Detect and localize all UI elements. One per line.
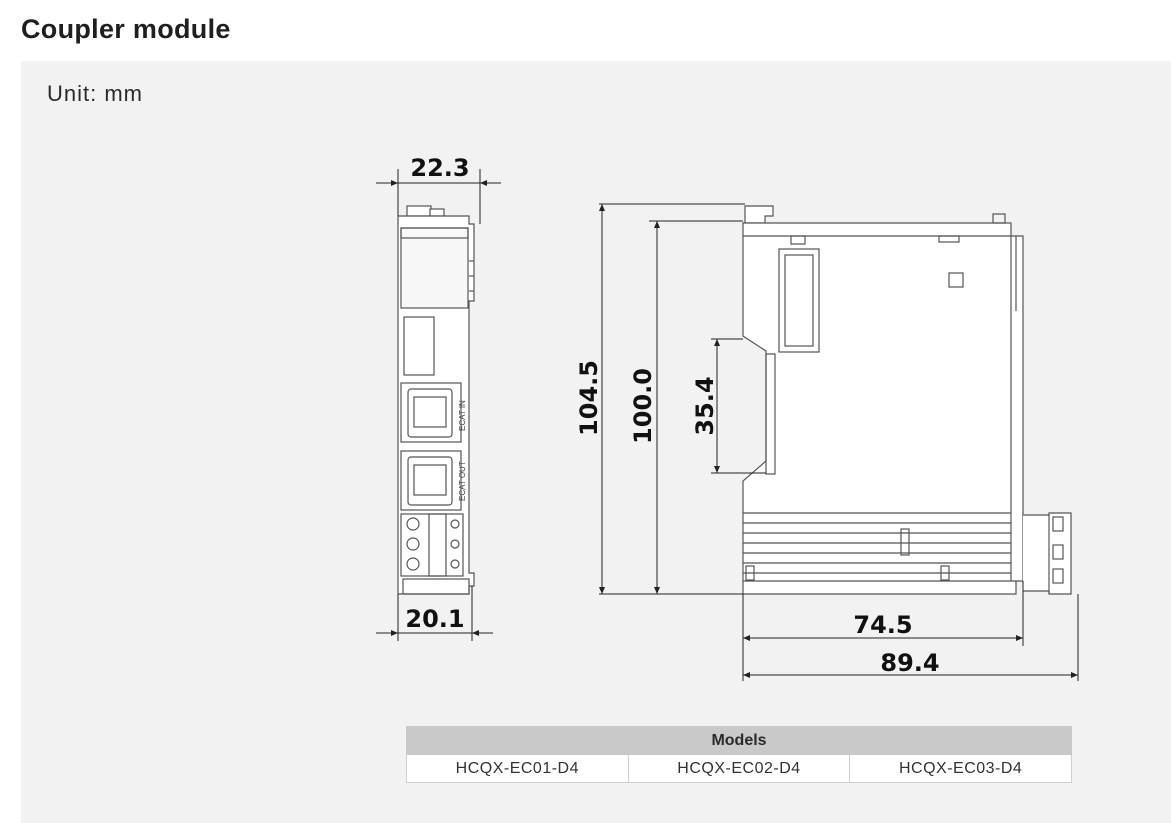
ecat-in-label: ECAT IN xyxy=(458,400,467,431)
dim-overall-height: 104.5 xyxy=(575,360,603,436)
drawing-panel: Unit: mm xyxy=(21,61,1171,823)
ecat-out-label: ECAT OUT xyxy=(458,461,467,501)
dim-front-bottom-width: 20.1 xyxy=(405,605,464,633)
model-cell: HCQX-EC01-D4 xyxy=(406,754,629,783)
dimension-drawing: ECAT IN ECAT OUT 22.3 20.1 xyxy=(376,154,1079,681)
dim-rail-height: 35.4 xyxy=(691,376,719,435)
model-cell: HCQX-EC03-D4 xyxy=(849,754,1072,783)
side-view xyxy=(742,205,1072,595)
dim-overall-depth: 89.4 xyxy=(880,649,939,677)
page-title: Coupler module xyxy=(21,14,231,44)
front-view xyxy=(397,205,475,595)
dim-body-depth: 74.5 xyxy=(853,611,912,639)
models-header: Models xyxy=(406,726,1072,755)
table-row: HCQX-EC01-D4 HCQX-EC02-D4 HCQX-EC03-D4 xyxy=(406,754,1072,783)
unit-label: Unit: mm xyxy=(47,81,143,106)
dim-front-top-width: 22.3 xyxy=(410,154,469,182)
model-cell: HCQX-EC02-D4 xyxy=(627,754,851,783)
dim-body-height: 100.0 xyxy=(629,368,657,444)
models-table: Models HCQX-EC01-D4 HCQX-EC02-D4 HCQX-EC… xyxy=(406,726,1072,783)
